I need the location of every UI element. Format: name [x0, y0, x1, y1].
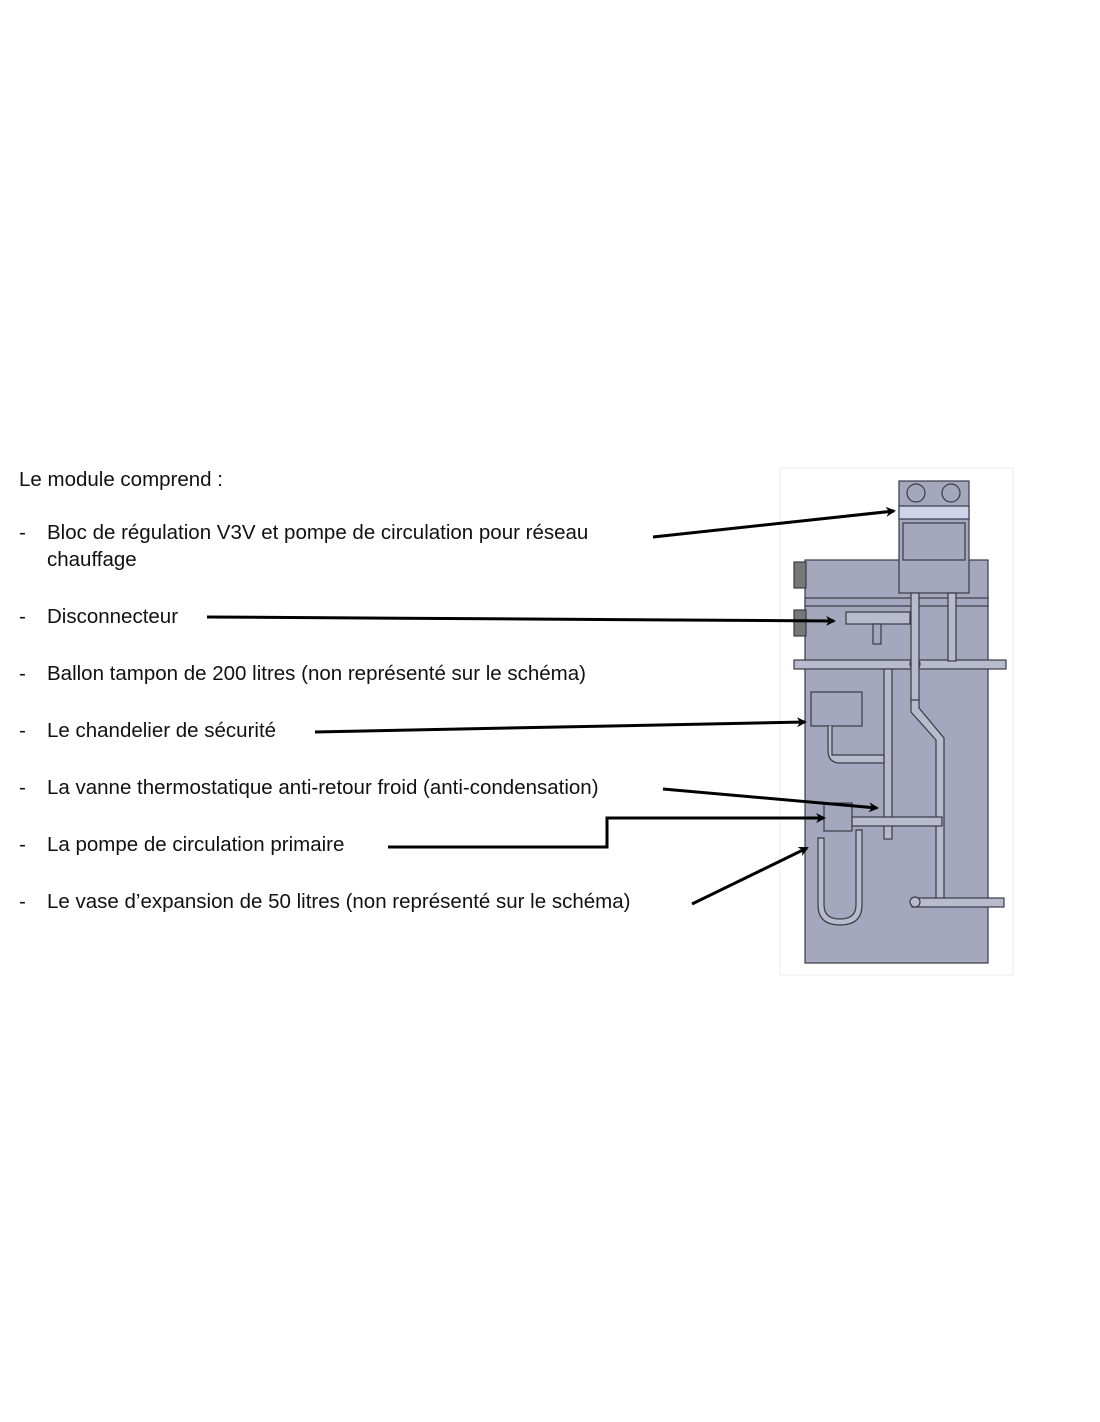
item-v3v-line2: chauffage — [47, 548, 137, 571]
arrow-vanne — [662, 787, 879, 813]
chandelier — [810, 691, 863, 727]
item-chandelier: Le chandelier de sécurité — [47, 719, 277, 742]
primary-pump — [823, 802, 853, 832]
bullet: - — [19, 605, 26, 628]
bullet: - — [19, 719, 26, 742]
module-drawing — [779, 467, 1014, 976]
bullet: - — [19, 776, 26, 799]
bullet: - — [19, 662, 26, 685]
intro-text: Le module comprend : — [19, 468, 223, 491]
item-pompe-primaire: La pompe de circulation primaire — [47, 833, 345, 856]
item-v3v-line1: Bloc de régulation V3V et pompe de circu… — [47, 521, 589, 544]
callout-arrows — [206, 506, 896, 906]
item-disconnecteur: Disconnecteur — [47, 605, 179, 628]
bullet: - — [19, 890, 26, 913]
arrow-pompe — [388, 813, 826, 849]
arrow-vase — [691, 846, 809, 906]
arrow-chandelier — [314, 717, 807, 734]
bullet: - — [19, 833, 26, 856]
bullet: - — [19, 521, 26, 544]
item-vase-expansion: Le vase d’expansion de 50 litres (non re… — [47, 890, 631, 913]
item-vanne-thermostatique: La vanne thermostatique anti-retour froi… — [47, 776, 599, 799]
arrow-disconnecteur — [206, 615, 836, 626]
item-ballon-tampon: Ballon tampon de 200 litres (non représe… — [47, 662, 586, 685]
arrow-v3v — [652, 506, 896, 539]
